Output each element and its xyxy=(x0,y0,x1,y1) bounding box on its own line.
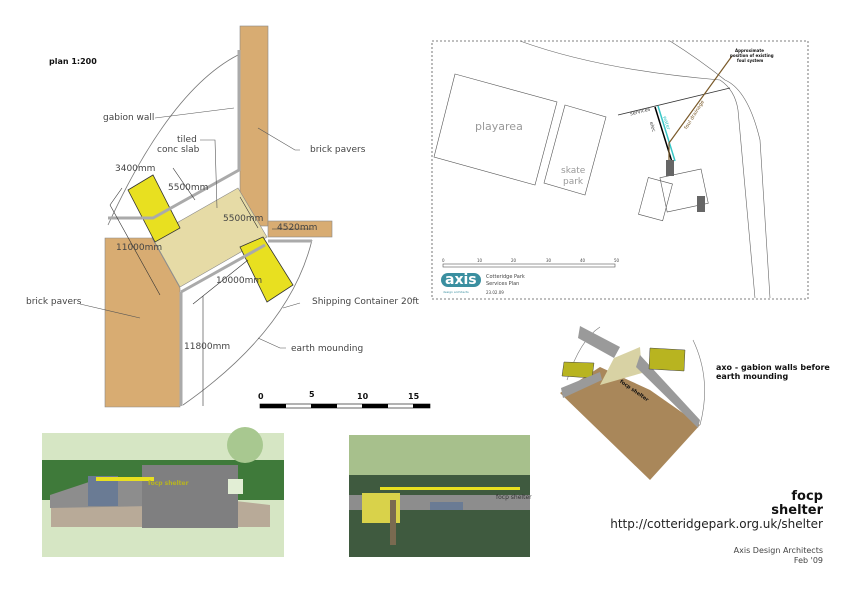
skate-park-outline xyxy=(543,104,607,196)
playarea-outline xyxy=(433,73,558,186)
dimension-label: 5500mm xyxy=(168,183,209,193)
note-line: Approximate xyxy=(735,48,764,53)
plan-title: plan 1:200 xyxy=(49,57,97,66)
label-brick-pavers-left: brick pavers xyxy=(26,297,82,307)
scale-tick: 0 xyxy=(442,258,445,263)
axis-logo-subtitle: design architects xyxy=(443,290,469,294)
render-left-sign: focp shelter xyxy=(148,480,189,487)
dimension-label: 3400mm xyxy=(115,164,156,174)
leader-lines xyxy=(79,107,301,349)
label-tiled: tiled xyxy=(177,135,197,145)
render-right xyxy=(349,435,530,557)
scale-tick: 10 xyxy=(477,258,483,263)
brick-pavers-top xyxy=(239,25,269,227)
axo-view xyxy=(560,326,705,480)
earth-mounding-arc xyxy=(182,239,313,406)
services-scale-bar xyxy=(442,263,616,268)
title-line-2: shelter xyxy=(771,503,823,518)
label-park: park xyxy=(563,177,584,187)
site-plan xyxy=(79,25,431,409)
dimension-label: 5500mm xyxy=(223,214,264,224)
scale-tick: 30 xyxy=(546,258,552,263)
services-plan-title: Cotteridge Park xyxy=(486,274,525,280)
plan-scale-bar xyxy=(259,403,431,409)
scale-tick: 15 xyxy=(408,392,420,401)
services-plan xyxy=(431,40,809,300)
services-plan-date: 23.02.09 xyxy=(486,290,504,295)
water-line xyxy=(657,105,676,162)
label-brick-pavers-top: brick pavers xyxy=(310,145,366,155)
note-line: foul system xyxy=(737,58,764,63)
project-url[interactable]: http://cotteridgepark.org.uk/shelter xyxy=(610,517,823,531)
shipping-container-2 xyxy=(239,236,294,303)
render-right-sign: focp shelter xyxy=(496,494,532,501)
tiled-concrete-slab xyxy=(151,187,268,288)
axis-logo: axis xyxy=(441,273,481,287)
scale-tick: 20 xyxy=(511,258,517,263)
label-shipping-container: Shipping Container 20ft xyxy=(312,297,419,307)
dimension-label: 11000mm xyxy=(116,243,163,253)
dimension-lines xyxy=(109,167,312,406)
label-conc-slab: conc slab xyxy=(157,145,200,155)
scale-tick: 10 xyxy=(357,392,369,401)
dimension-label: 11800mm xyxy=(184,342,231,352)
earth-mounding-arc xyxy=(107,54,239,226)
label-gabion-wall: gabion wall xyxy=(103,113,155,123)
label-playarea: playarea xyxy=(475,120,523,133)
label-skate: skate xyxy=(561,166,586,176)
dimension-label: 4520mm xyxy=(277,223,318,233)
architect-name: Axis Design Architects xyxy=(733,546,823,555)
dimension-label: 10000mm xyxy=(216,276,263,286)
label-earth-mounding: earth mounding xyxy=(291,344,364,354)
scale-tick: 40 xyxy=(580,258,586,263)
foul-drainage-line xyxy=(668,55,733,160)
services-plan-subtitle: Services Plan xyxy=(486,281,520,287)
title-line-1: focp xyxy=(791,489,823,504)
shipping-container-1 xyxy=(127,174,181,243)
drawing-date: Feb '09 xyxy=(793,556,823,565)
render-left xyxy=(42,427,284,557)
gabion-walls xyxy=(108,50,312,406)
axo-caption-line-1: axo - gabion walls before xyxy=(716,363,830,372)
note-line: position of existing xyxy=(730,53,774,58)
axo-caption-line-2: earth mounding xyxy=(716,372,789,381)
scale-tick: 5 xyxy=(309,390,315,399)
scale-tick: 50 xyxy=(614,258,620,263)
scale-tick: 0 xyxy=(258,392,264,401)
